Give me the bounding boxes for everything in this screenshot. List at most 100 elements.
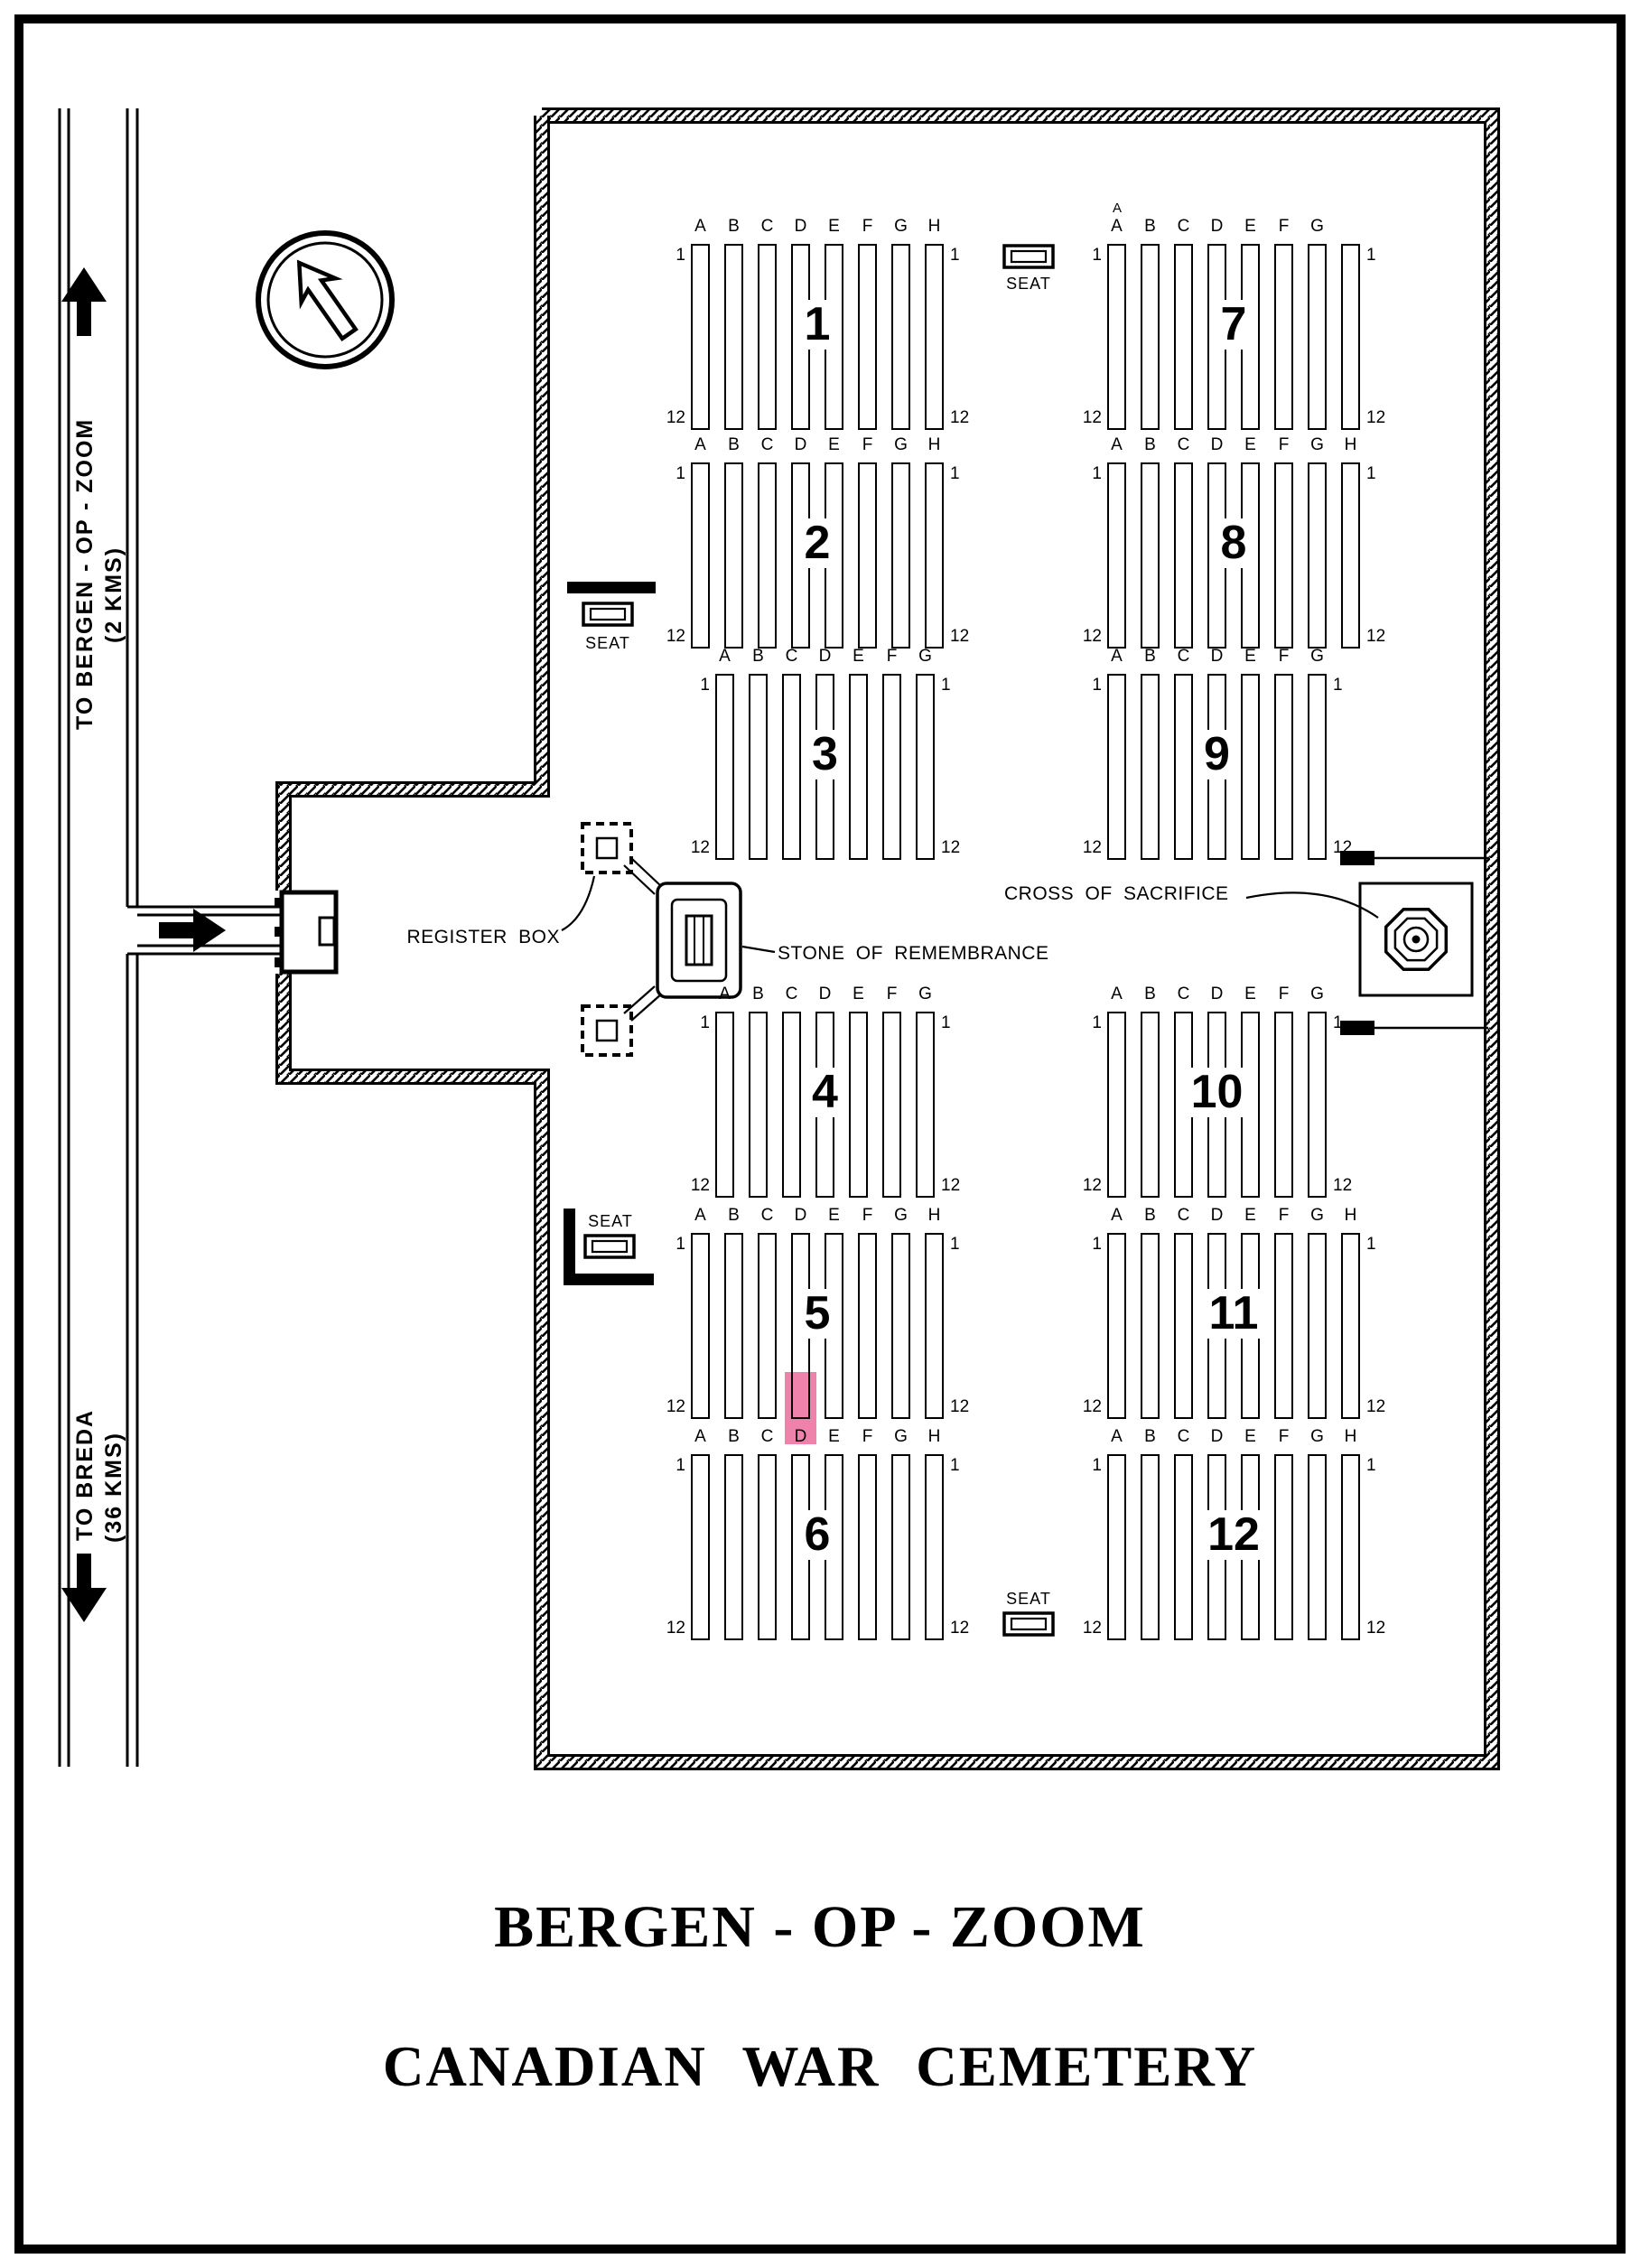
row-letter: A xyxy=(1111,985,1123,1003)
plot-10-row xyxy=(1141,1012,1160,1198)
plot-4-row xyxy=(849,1012,868,1198)
row-letter: B xyxy=(728,217,740,236)
plot-11-row xyxy=(1174,1233,1193,1419)
row-letter: F xyxy=(1278,217,1290,236)
plot-11-row xyxy=(1141,1233,1160,1419)
row-letter: G xyxy=(918,647,932,666)
plot-5-row xyxy=(858,1233,877,1419)
row-letter: E xyxy=(1244,985,1256,1003)
road-distance-south: (36 KMS) xyxy=(101,1432,126,1543)
grave-number: 12 xyxy=(950,627,970,646)
row-letter: H xyxy=(927,435,941,454)
register-box-icon xyxy=(581,822,633,874)
plot-6-row xyxy=(858,1454,877,1640)
row-letter: E xyxy=(828,217,840,236)
row-letter: F xyxy=(886,985,898,1003)
row-letter: F xyxy=(862,217,873,236)
plot-3-row xyxy=(916,674,935,860)
seat-icon xyxy=(1002,1611,1055,1637)
row-letter: D xyxy=(1210,217,1224,236)
grave-number: 12 xyxy=(666,408,685,427)
row-letter: A xyxy=(719,647,731,666)
cemetery-title-line2: CANADIAN WAR CEMETERY xyxy=(382,2035,1258,2098)
entrance-building xyxy=(275,890,339,975)
grave-number: 12 xyxy=(1333,838,1353,857)
row-letter: A xyxy=(694,435,706,454)
seat-icon xyxy=(1002,244,1055,269)
plot-10-row xyxy=(1308,1012,1327,1198)
grave-number: 1 xyxy=(700,1013,710,1032)
register-box-label: REGISTER BOX xyxy=(406,927,560,947)
row-letter: E xyxy=(1244,1427,1256,1446)
row-letter-extra: A xyxy=(1112,201,1122,216)
plot-number-11: 11 xyxy=(1201,1289,1266,1339)
grave-number: 12 xyxy=(690,1176,710,1195)
plot-5-row xyxy=(691,1233,710,1419)
seat-icon xyxy=(567,582,656,627)
plot-12-row xyxy=(1107,1454,1126,1640)
page-border xyxy=(14,14,1626,2254)
row-letter: F xyxy=(1278,1427,1290,1446)
road-label-north: TO BERGEN - OP - ZOOM xyxy=(72,417,98,730)
grave-number: 1 xyxy=(1092,246,1102,265)
plot-5-row xyxy=(925,1233,944,1419)
plot-4-row xyxy=(916,1012,935,1198)
plot-11-row xyxy=(1107,1233,1126,1419)
cross-of-sacrifice-label: CROSS OF SACRIFICE xyxy=(1004,883,1229,904)
register-box-icon xyxy=(581,1004,633,1057)
plot-9-row xyxy=(1174,674,1193,860)
plot-number-9: 9 xyxy=(1197,730,1237,779)
row-letter: A xyxy=(1111,435,1123,454)
plot-4-row xyxy=(882,1012,901,1198)
plot-11-row xyxy=(1341,1233,1360,1419)
row-letter: C xyxy=(1177,435,1190,454)
row-letter: C xyxy=(1177,1206,1190,1225)
row-letter: B xyxy=(1144,435,1156,454)
plot-1-row xyxy=(724,244,743,430)
plot-6-row xyxy=(891,1454,910,1640)
plot-7-row xyxy=(1141,244,1160,430)
plot-6-row xyxy=(758,1454,777,1640)
stone-leader-line xyxy=(741,945,776,954)
row-letter: B xyxy=(1144,217,1156,236)
row-letter: E xyxy=(828,1427,840,1446)
row-letter: B xyxy=(752,647,764,666)
row-letter: C xyxy=(760,1206,774,1225)
row-letter: A xyxy=(1111,647,1123,666)
row-letter: C xyxy=(1177,217,1190,236)
plot-8-row xyxy=(1274,462,1293,649)
plot-9-row xyxy=(1241,674,1260,860)
grave-number: 1 xyxy=(950,1456,960,1475)
cemetery-wall xyxy=(275,107,1500,1770)
plot-1-row xyxy=(858,244,877,430)
road xyxy=(58,108,285,1767)
grave-number: 12 xyxy=(950,1397,970,1416)
row-letter: H xyxy=(927,1206,941,1225)
plot-4-row xyxy=(715,1012,734,1198)
plot-1-row xyxy=(758,244,777,430)
plot-3-row xyxy=(749,674,768,860)
plot-number-5: 5 xyxy=(797,1289,838,1339)
plot-12-row xyxy=(1308,1454,1327,1640)
grave-number: 12 xyxy=(1366,1397,1386,1416)
plot-2-row xyxy=(858,462,877,649)
row-letter: D xyxy=(818,647,832,666)
plot-9-row xyxy=(1308,674,1327,860)
grave-number: 1 xyxy=(676,1456,685,1475)
row-letter: C xyxy=(760,435,774,454)
row-letter: E xyxy=(828,1206,840,1225)
plot-number-6: 6 xyxy=(797,1510,838,1560)
plot-number-3: 3 xyxy=(805,730,845,779)
row-letter: B xyxy=(1144,1206,1156,1225)
row-letter: E xyxy=(1244,1206,1256,1225)
road-distance-north: (2 KMS) xyxy=(101,546,126,643)
grave-number: 1 xyxy=(1092,1235,1102,1254)
grave-number: 12 xyxy=(1082,838,1102,857)
north-compass-icon xyxy=(256,230,395,369)
row-letter: F xyxy=(1278,1206,1290,1225)
row-letter: B xyxy=(752,985,764,1003)
row-letter: D xyxy=(1210,647,1224,666)
grave-number: 1 xyxy=(950,246,960,265)
